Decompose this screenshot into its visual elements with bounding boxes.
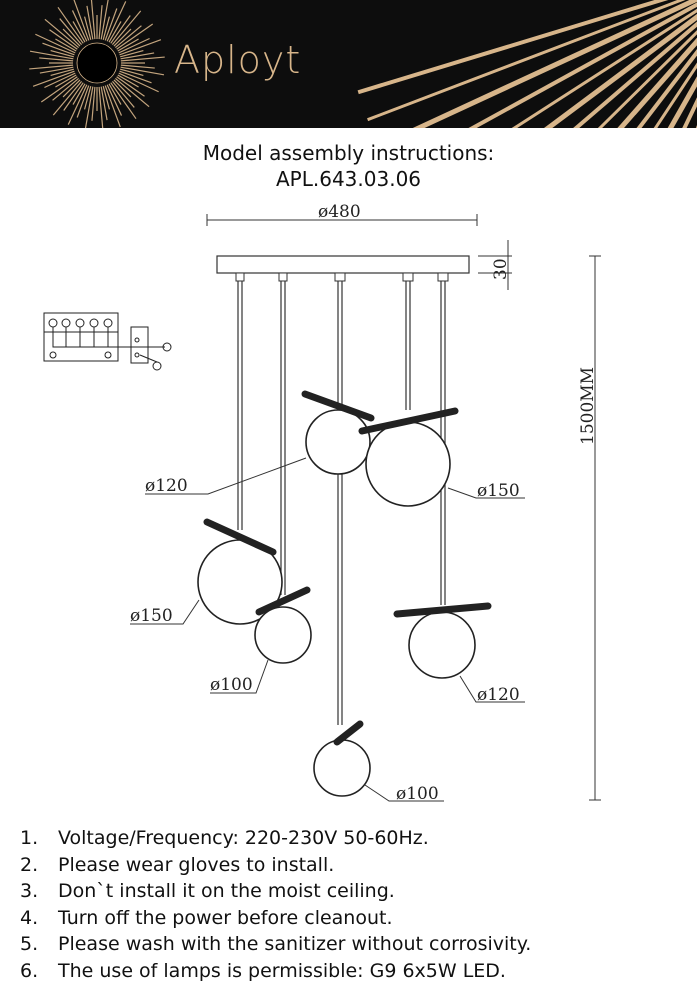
model-number: APL.643.03.06 xyxy=(275,167,422,191)
shade-label-4: ø100 xyxy=(210,675,253,695)
list-item: 4.Turn off the power before cleanout. xyxy=(20,906,393,929)
sunburst-graphic xyxy=(29,0,697,128)
shade-label-3: ø150 xyxy=(130,606,173,626)
list-item: 6.The use of lamps is permissible: G9 6x… xyxy=(20,959,506,982)
shade-120-right xyxy=(408,611,476,679)
list-item: 3.Don`t install it on the moist ceiling. xyxy=(20,880,395,902)
canopy-diameter-label: ø480 xyxy=(318,202,361,222)
total-height-dimension xyxy=(589,255,601,801)
list-item: 2.Please wear gloves to install. xyxy=(20,853,335,876)
wiring-diagram-icon xyxy=(43,312,172,371)
document-title: Model assembly instructions: xyxy=(202,141,495,165)
shade-100-left xyxy=(254,606,312,664)
shade-100-bottom xyxy=(313,739,371,797)
shade-120-upper xyxy=(305,409,371,475)
ceiling-canopy xyxy=(216,255,470,274)
leader-lines xyxy=(130,457,525,802)
shade-label-5: ø120 xyxy=(477,685,520,705)
shade-label-2: ø150 xyxy=(477,481,520,501)
shade-globes xyxy=(197,409,476,797)
list-item: 1.Voltage/Frequency: 220-230V 50-60Hz. xyxy=(20,827,429,849)
shade-150-upper xyxy=(365,421,451,507)
shade-label-6: ø100 xyxy=(396,784,439,804)
canopy-width-dimension xyxy=(206,214,478,226)
canopy-height-dimension xyxy=(478,240,512,290)
canopy-height-label: 30 xyxy=(491,258,511,280)
safety-notes-list: 1.Voltage/Frequency: 220-230V 50-60Hz. 2… xyxy=(20,825,690,984)
brand-banner: Aployt xyxy=(0,0,697,128)
brand-logo-text: Aployt xyxy=(174,38,302,82)
shade-label-1: ø120 xyxy=(145,476,188,496)
total-height-label: 1500MM xyxy=(578,367,598,445)
list-item: 5.Please wash with the sanitizer without… xyxy=(20,933,532,955)
brass-arms xyxy=(203,390,492,746)
sun-disc-icon xyxy=(76,42,118,84)
